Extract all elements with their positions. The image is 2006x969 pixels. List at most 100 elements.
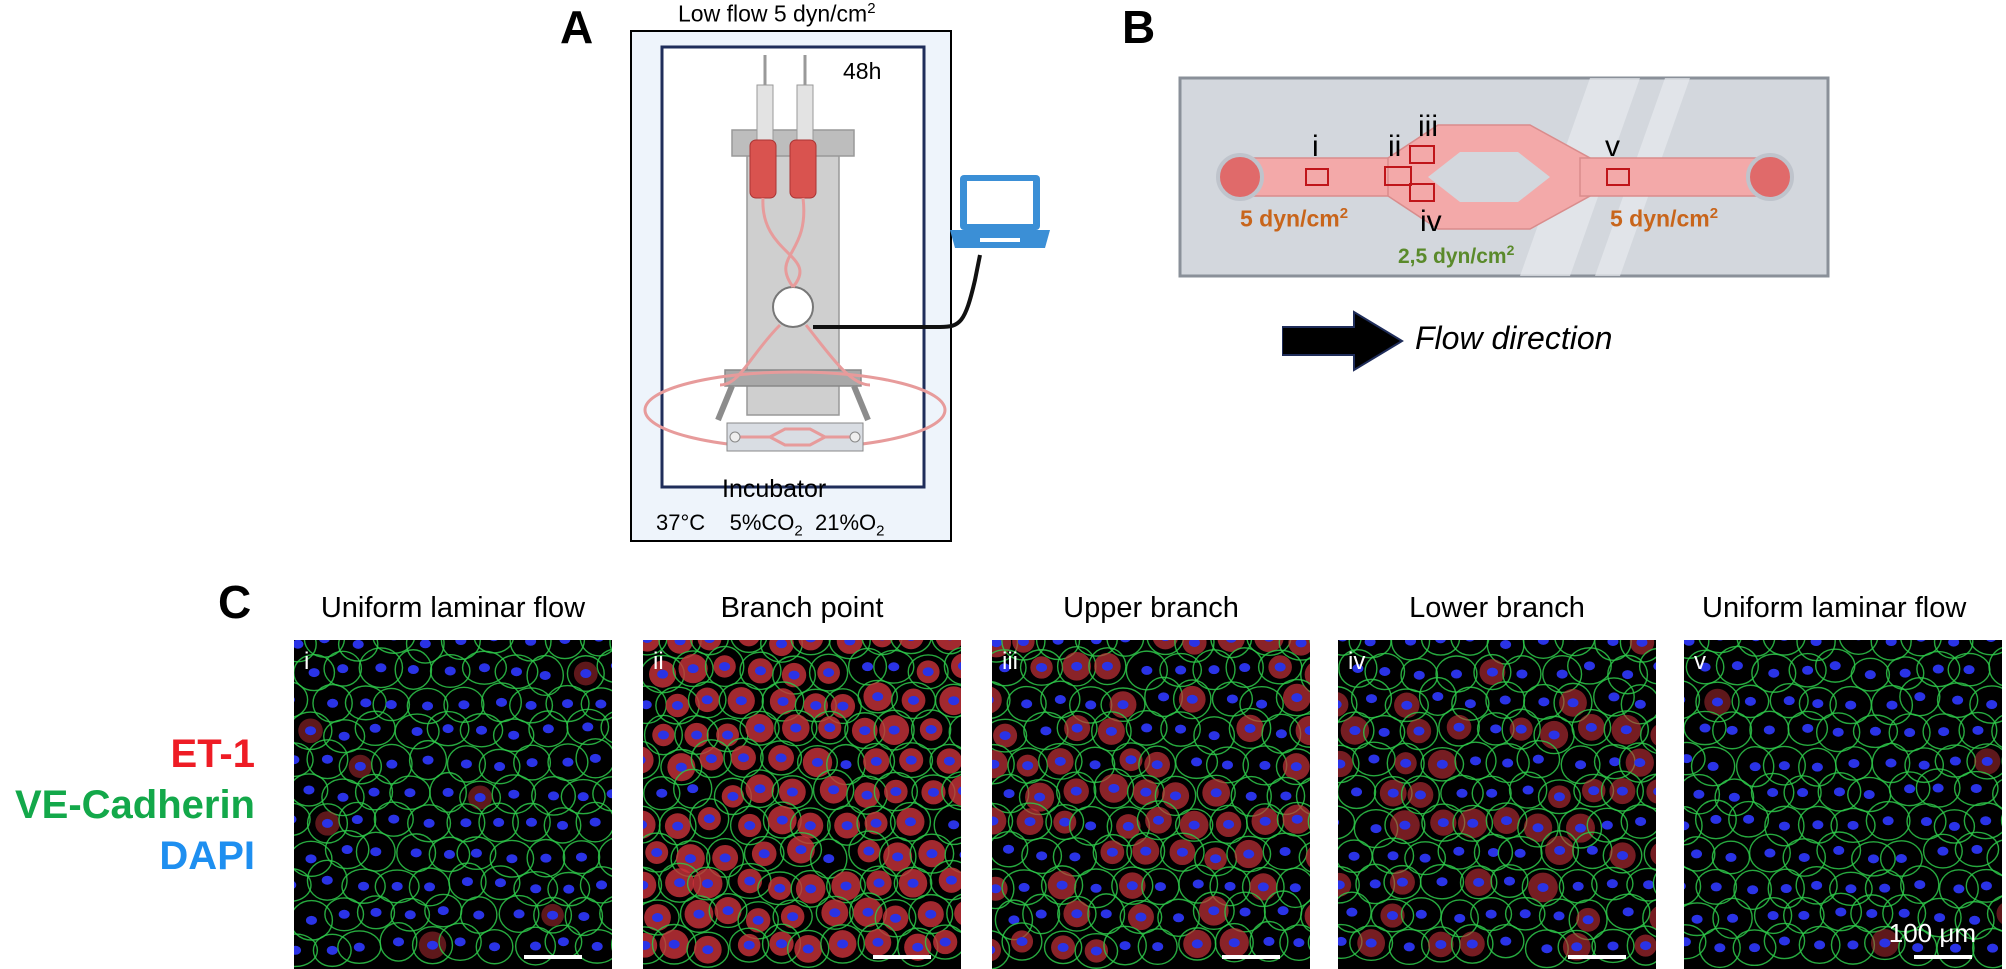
cell-membrane [564,896,604,937]
cell-membrane [480,865,521,901]
cell-membrane [1782,838,1827,877]
nucleus [948,696,960,706]
nucleus [872,937,884,947]
nucleus [1848,758,1860,768]
nucleus [939,937,951,947]
nucleus [643,640,653,643]
et1-signal [667,640,694,654]
cell-membrane [933,804,961,846]
legend-et1: ET-1 [170,732,255,776]
cell-membrane [405,640,445,664]
cell-membrane [513,871,559,907]
nucleus [1056,880,1068,890]
nucleus [368,787,380,797]
nucleus [656,788,668,798]
et1-signal [836,640,863,654]
cell-membrane [856,805,896,841]
cond-o2: 21%O [814,510,877,535]
nucleus [1473,877,1485,887]
nucleus [752,915,764,925]
nucleus [294,815,297,824]
et1-signal [871,640,893,648]
nucleus [1290,762,1302,772]
nucleus [992,816,999,826]
nucleus [1161,640,1169,642]
cell-membrane [1879,840,1923,877]
cell-membrane [1712,711,1753,750]
cell-membrane [544,640,586,660]
cell-membrane [513,744,552,781]
nucleus [1454,913,1466,923]
cell-membrane [686,931,730,968]
nucleus [1980,816,1992,826]
cell-membrane [1211,681,1254,717]
nucleus [788,670,800,680]
nucleus [643,820,648,829]
nucleus [321,875,333,885]
micrograph-v: v 100 μm [1684,640,2002,969]
nucleus [1725,852,1737,862]
nucleus [1972,725,1984,735]
nucleus [388,814,400,824]
nucleus [1986,700,1998,710]
nucleus [1814,940,1826,950]
cell-membrane [948,714,961,750]
cell-membrane [509,687,554,724]
nucleus [1052,640,1064,645]
nucleus [321,754,333,764]
nucleus [1537,882,1549,892]
nucleus [888,725,900,735]
nucleus [643,700,652,710]
cell-membrane [429,653,471,688]
micrograph-label-iv: iv [1348,648,1366,675]
col-title-ii: Branch point [720,592,884,624]
nucleus [805,640,816,643]
nucleus [1485,909,1497,919]
nucleus [844,640,856,646]
nucleus [1154,882,1166,892]
nucleus [1607,941,1619,951]
cell-membrane [574,929,612,964]
nucleus [338,731,350,741]
cell-membrane [1352,741,1396,777]
nucleus [495,697,507,707]
cell-membrane [294,840,333,878]
cell-membrane [1969,685,2002,724]
nucleus [795,845,807,855]
nucleus [787,912,799,922]
nucleus [1885,640,1897,647]
nucleus [1616,786,1628,796]
cell-membrane [1567,647,1612,685]
cell-membrane [1074,640,1118,657]
nucleus [575,852,587,862]
cell-membrane [1160,711,1201,747]
nucleus [1413,726,1425,736]
legend-dapi: DAPI [159,834,255,878]
nucleus [460,818,472,828]
nucleus [1899,668,1911,678]
nucleus [1778,936,1790,946]
cell-membrane [390,897,431,932]
nucleus [338,909,350,919]
et1-signal [992,750,1008,779]
flow-arrow-icon [1282,310,1404,372]
cell-membrane [597,838,612,877]
region-label-ii: ii [1388,130,1402,163]
nucleus [1338,936,1347,946]
nucleus [1191,757,1203,767]
nucleus [540,853,552,863]
cell-membrane [1762,745,1806,786]
nucleus [892,852,904,862]
panel-b-letter: B [1122,1,1156,53]
cell-membrane [579,640,612,657]
nucleus [802,944,814,954]
nucleus [1797,788,1809,798]
cell-membrane [1798,925,1841,965]
nucleus [610,663,612,669]
cell-membrane [1040,865,1084,906]
cell-membrane [443,686,485,723]
cell-membrane [907,654,949,690]
nucleus [1364,640,1376,647]
nucleus [305,854,317,864]
et1-signal [1996,903,2002,924]
